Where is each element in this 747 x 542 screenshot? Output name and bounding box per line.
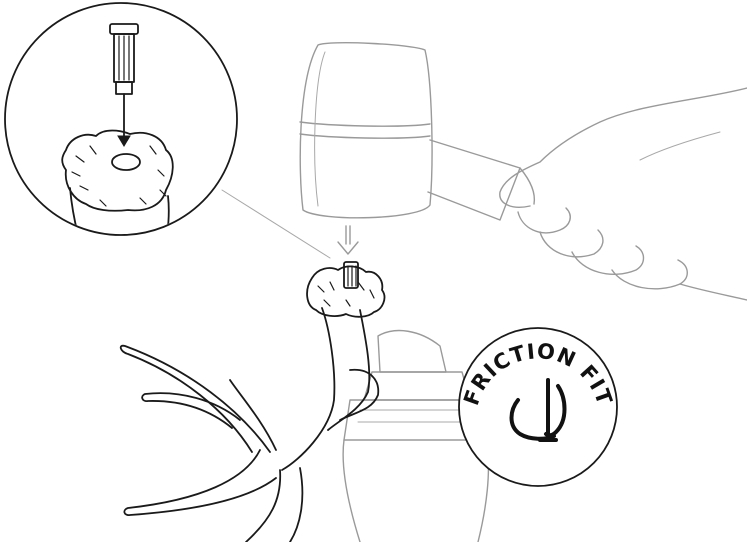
antler-fuzzy-top <box>307 266 384 316</box>
finger-2 <box>540 230 603 257</box>
vise-jaw-top <box>378 331 446 372</box>
mallet-face-edge <box>315 52 325 206</box>
vise-ridges <box>358 410 474 422</box>
friction-fit-badge: FRICTION FIT <box>459 328 617 486</box>
finger-1 <box>518 208 570 233</box>
hand-back <box>500 88 747 207</box>
vise-jaw <box>364 372 470 400</box>
strike-arrow-icon <box>338 226 358 254</box>
antler-lower-edge <box>246 470 280 542</box>
antler-lower-edge-2 <box>290 468 302 542</box>
finger-4 <box>612 260 687 289</box>
antler-tip <box>307 262 384 317</box>
vise-base-left <box>343 440 360 542</box>
mallet-band-top <box>300 122 430 126</box>
knuckle-line <box>640 132 720 160</box>
mallet <box>300 43 520 220</box>
antler-tine-2 <box>142 393 240 428</box>
thumb <box>520 168 534 204</box>
antler-burr <box>340 370 378 420</box>
mallet-handle <box>428 140 520 220</box>
hand <box>500 88 747 300</box>
antler-beam-left-edge <box>282 308 334 470</box>
finger-3 <box>572 246 644 274</box>
antler-texture <box>318 282 374 306</box>
detail-callout <box>5 3 237 242</box>
callout-leader-line <box>222 190 330 258</box>
detail-callout-circle <box>5 3 237 235</box>
antler <box>121 308 379 542</box>
mallet-band-bottom <box>300 134 430 138</box>
wrist-underside <box>680 284 747 300</box>
antler-tine-3 <box>124 450 276 515</box>
